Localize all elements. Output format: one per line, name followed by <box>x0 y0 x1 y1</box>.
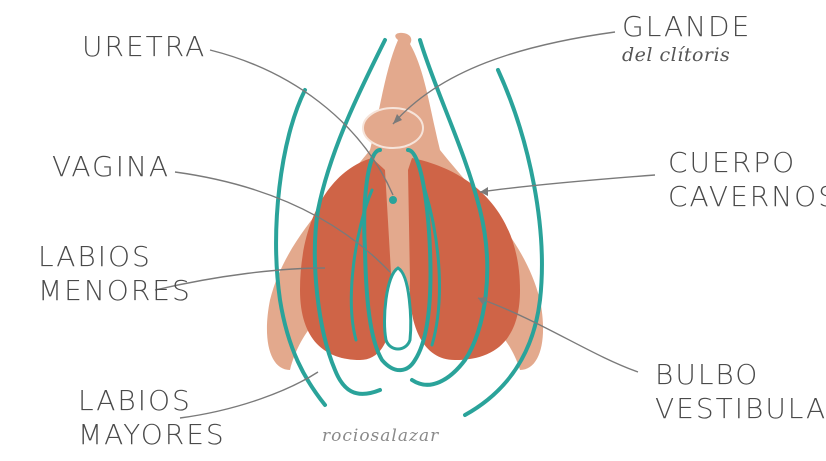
label-labios-menores-line1: LABIOS <box>38 240 192 274</box>
uretra-dot <box>389 196 397 204</box>
label-uretra: URETRA <box>82 30 206 64</box>
label-labios-mayores: LABIOS MAYORES <box>78 384 226 452</box>
label-vagina: VAGINA <box>52 150 170 184</box>
label-cuerpo-cavernoso-line1: CUERPO <box>668 146 826 180</box>
label-labios-menores-line2: MENORES <box>38 274 192 308</box>
label-vagina-text: VAGINA <box>52 150 170 184</box>
leader-cuerpo-cavernoso <box>480 175 655 192</box>
label-cuerpo-cavernoso: CUERPO CAVERNOSO <box>668 146 826 214</box>
label-bulbo-vestibular-line1: BULBO <box>655 358 826 392</box>
label-labios-menores: LABIOS MENORES <box>38 240 192 308</box>
glande-shape <box>363 108 423 148</box>
label-glande-line2: del clítoris <box>622 44 751 66</box>
label-uretra-text: URETRA <box>82 30 206 64</box>
label-glande: GLANDE del clítoris <box>622 10 751 66</box>
label-bulbo-vestibular: BULBO VESTIBULAR <box>655 358 826 426</box>
label-labios-mayores-line1: LABIOS <box>78 384 226 418</box>
label-cuerpo-cavernoso-line2: CAVERNOSO <box>668 180 826 214</box>
artist-signature: rociosalazar <box>322 426 439 446</box>
label-bulbo-vestibular-line2: VESTIBULAR <box>655 392 826 426</box>
label-labios-mayores-line2: MAYORES <box>78 418 226 452</box>
label-glande-line1: GLANDE <box>622 10 751 44</box>
